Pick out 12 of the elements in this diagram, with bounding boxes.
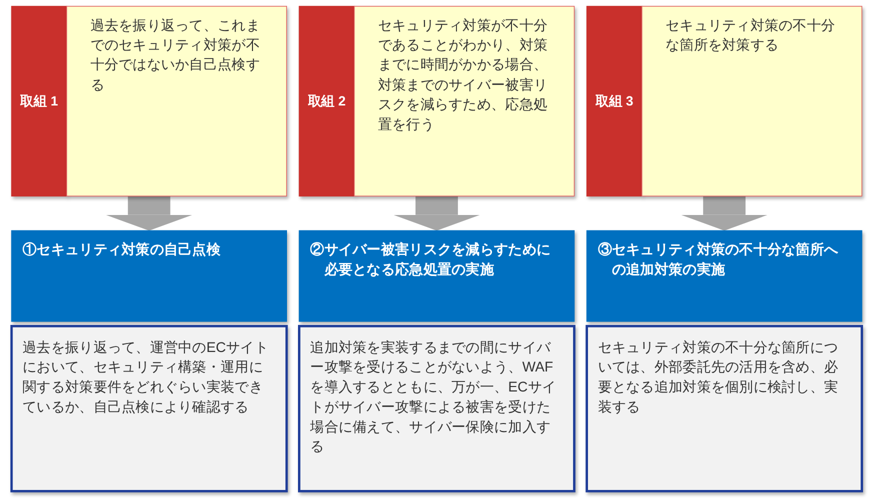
node-box: 過去を振り返って、運営中のECサイトにおいて、セキュリティ構築・運用に関する対策要件をどれぐらい実装できているか、自己点検により確認する bbox=[10, 324, 288, 492]
node-box: セキュリティ対策の不十分な箇所を対策する bbox=[642, 6, 862, 196]
node-box: ③セキュリティ対策の不十分な箇所への追加対策の実施 bbox=[586, 230, 862, 322]
node-box: 取組 2 bbox=[298, 6, 355, 196]
node-box: 取組 3 bbox=[586, 6, 642, 196]
node-box: ①セキュリティ対策の自己点検 bbox=[11, 230, 288, 322]
node-box: 過去を振り返って、これまでのセキュリティ対策が不十分ではないか自己点検する bbox=[66, 6, 288, 196]
node-box: 追加対策を実装するまでの間にサイバー攻撃を受けることがないよう、WAFを導入するとともに、万が一、ECサイトがサイバー攻撃による被害を受けた場合に備えて、サイバー保険に加入する bbox=[298, 324, 576, 492]
node-box: セキュリティ対策が不十分であることがわかり、対策までに時間がかかる場合、対策までのサイバー被害リスクを減らすため、応急処置を行う bbox=[354, 6, 575, 196]
node-box: セキュリティ対策の不十分な箇所については、外部委託先の活用を含め、必要となる追加対策を個別に検討し、実装する bbox=[586, 324, 864, 492]
node-box: 取組 1 bbox=[11, 6, 68, 196]
node-box: ②サイバー被害リスクを減らすために必要となる応急処置の実施 bbox=[298, 230, 575, 322]
